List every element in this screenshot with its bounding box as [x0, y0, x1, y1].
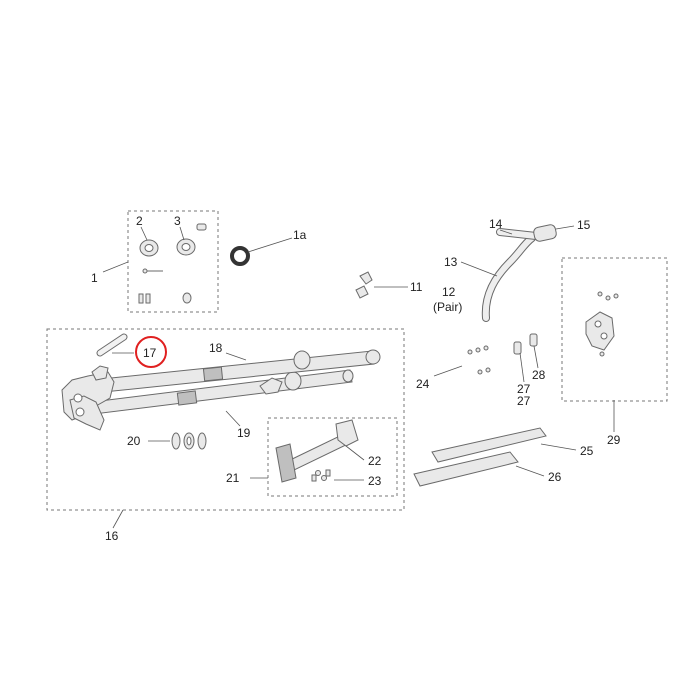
handlebar-part-13 [481, 228, 540, 322]
callout-20: 20 [127, 434, 141, 448]
bearing-part-2 [139, 239, 159, 257]
fork-guard-part-25 [431, 427, 547, 463]
bolt-part-24 [467, 345, 491, 375]
callout-21: 21 [226, 471, 240, 485]
leader-lines [102, 225, 615, 529]
clamp-part-29 [585, 291, 619, 357]
highlight-circle-17 [135, 336, 167, 368]
callout-12-pair: (Pair) [433, 300, 462, 314]
grip-part-15 [533, 224, 557, 242]
callout-12: 12 [442, 285, 456, 299]
callout-1a: 1a [293, 228, 307, 242]
group-box-29 [561, 257, 668, 402]
callout-27b: 27 [517, 394, 531, 408]
callout-25: 25 [580, 444, 594, 458]
callout-15: 15 [577, 218, 591, 232]
seal-ring-part-1a [230, 246, 250, 266]
callout-28: 28 [532, 368, 546, 382]
fork-axle-part-17 [96, 333, 128, 357]
group-box-1 [127, 210, 219, 313]
small-part-group1 [138, 223, 207, 304]
callout-16: 16 [105, 529, 119, 543]
callout-14: 14 [489, 217, 503, 231]
fastener-part-23 [311, 469, 331, 482]
group-box-16 [46, 328, 405, 511]
fork-guard-part-26 [413, 451, 519, 487]
triple-clamp-part [61, 365, 283, 431]
callout-11: 11 [410, 280, 423, 294]
fork-leg-part-18 [91, 349, 381, 394]
clamp-part-11 [355, 271, 373, 299]
callout-19: 19 [237, 426, 251, 440]
callout-26: 26 [548, 470, 562, 484]
bearing-part-3 [176, 238, 196, 256]
callout-29: 29 [607, 433, 621, 447]
spacer-part-27 [513, 341, 522, 355]
callout-17: 17 [143, 346, 157, 360]
steering-stem-part-21 [275, 419, 359, 483]
group-box-21 [267, 417, 398, 497]
callout-23: 23 [368, 474, 382, 488]
callout-27: 27 [517, 382, 531, 396]
callout-2: 2 [136, 214, 143, 228]
callout-3: 3 [174, 214, 181, 228]
callout-24: 24 [416, 377, 430, 391]
spacer-part-28 [529, 333, 538, 347]
seal-part-20 [171, 432, 207, 450]
callout-22: 22 [368, 454, 382, 468]
callout-1: 1 [91, 271, 98, 285]
callout-13: 13 [444, 255, 458, 269]
callout-18: 18 [209, 341, 223, 355]
